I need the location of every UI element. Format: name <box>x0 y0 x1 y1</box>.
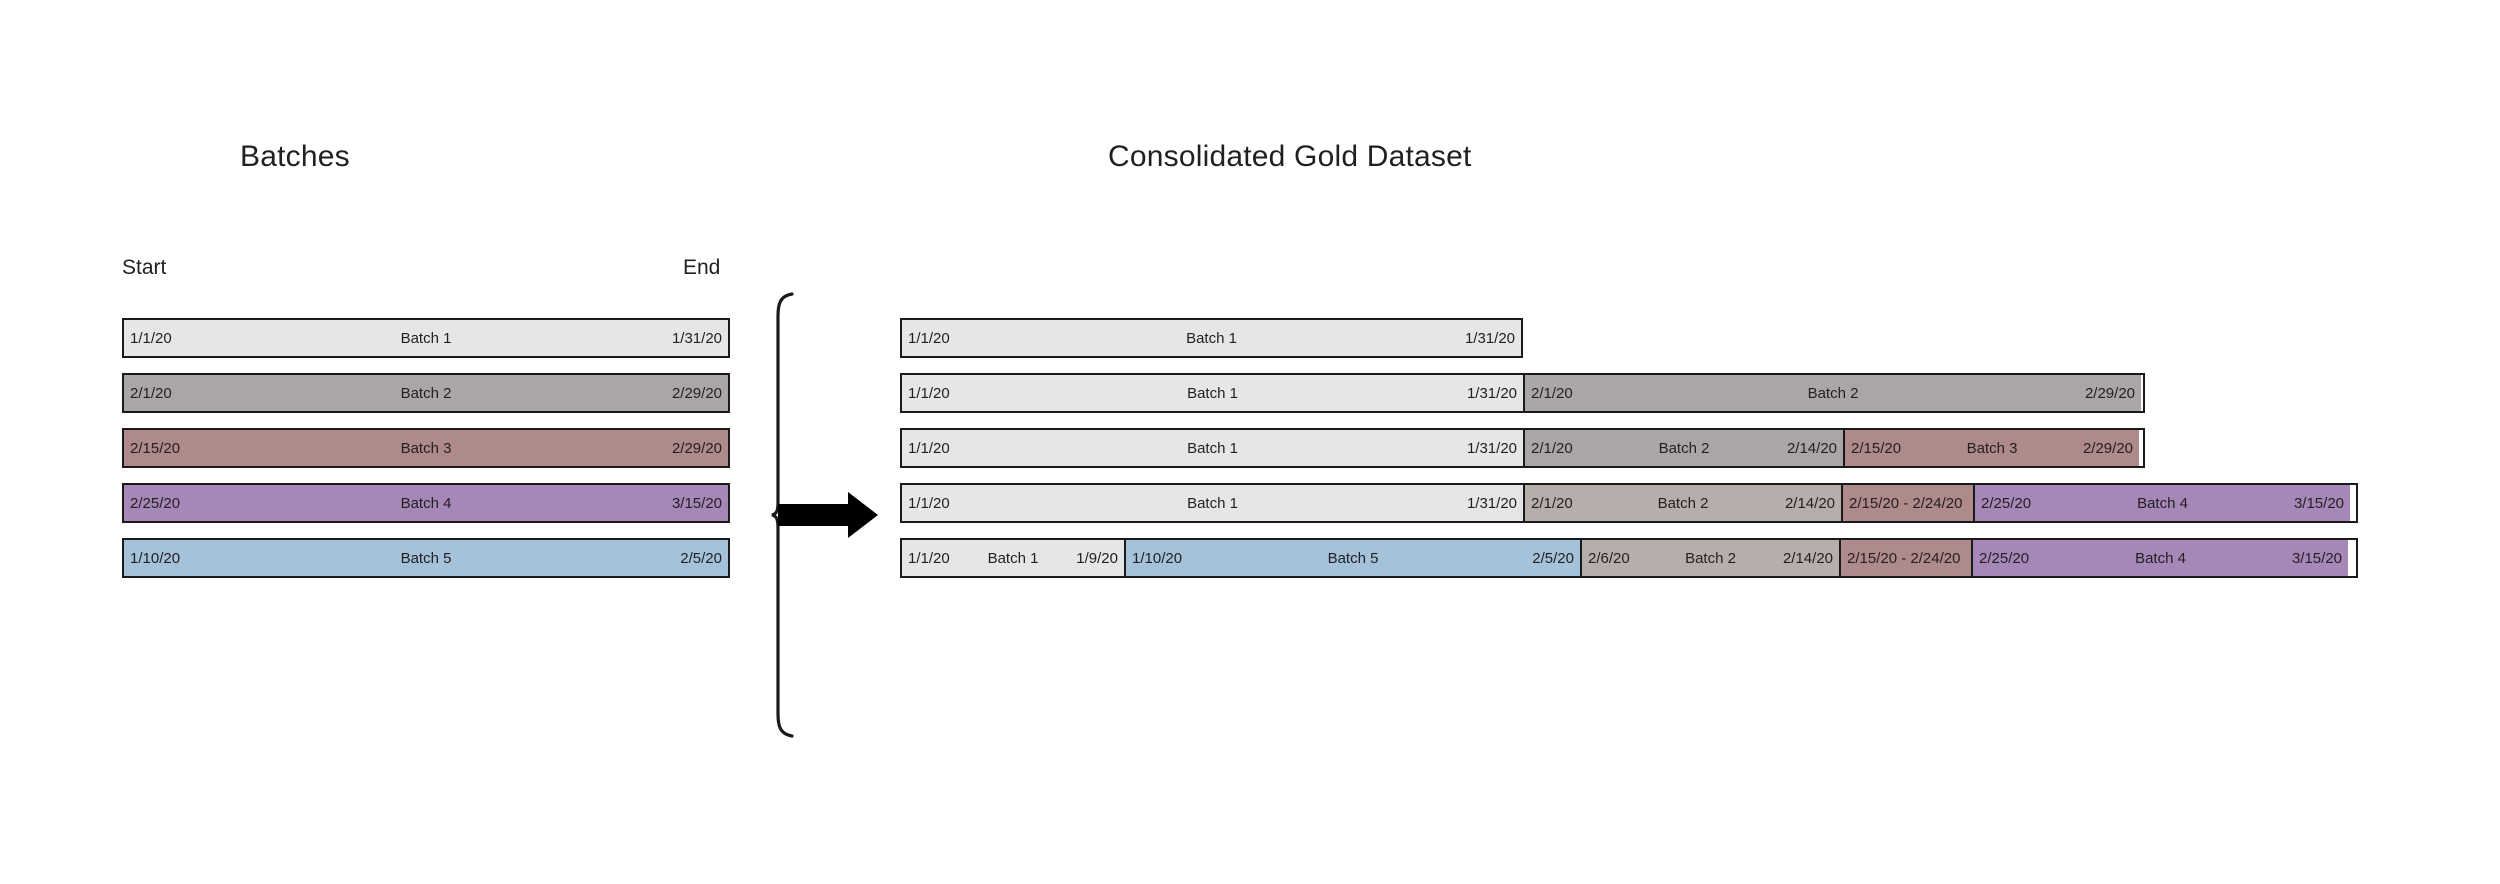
connector-group <box>770 290 900 740</box>
bar-segment[interactable]: 1/1/20 Batch 1 1/31/20 <box>902 320 1521 356</box>
segment-start-date: 1/1/20 <box>908 384 950 402</box>
segment-start-date: 1/1/20 <box>908 494 950 512</box>
consolidated-bar[interactable]: 1/1/20 Batch 1 1/31/20 <box>900 318 1523 358</box>
consolidated-gold-dataset-title: Consolidated Gold Dataset <box>1108 140 1472 173</box>
bracket-and-arrow-svg <box>771 292 878 738</box>
segment-batch-label: Batch 3 <box>400 439 452 457</box>
segment-start-date: 1/10/20 <box>1132 549 1183 567</box>
segment-end-date: 2/14/20 <box>1782 549 1833 567</box>
segment-start-date: 2/15/20 <box>130 439 181 457</box>
consolidated-bar[interactable]: 1/1/20 Batch 1 1/31/20 2/1/20 Batch 2 2/29/20 <box>900 373 2145 413</box>
segment-end-date: 2/29/20 <box>671 439 722 457</box>
segment-end-date: 3/15/20 <box>2293 494 2344 512</box>
bar-segment[interactable]: 2/25/20 Batch 4 3/15/20 <box>1973 485 2350 521</box>
batches-column-title: Batches <box>240 140 350 173</box>
start-column-label: Start <box>122 256 167 279</box>
segment-start-date: 2/1/20 <box>130 384 172 402</box>
batch-bar[interactable]: 2/25/20 Batch 4 3/15/20 <box>122 483 730 523</box>
batch-bar[interactable]: 2/15/20 Batch 3 2/29/20 <box>122 428 730 468</box>
segment-batch-label: Batch 2 <box>1685 549 1736 567</box>
bar-segment[interactable]: 2/25/20 Batch 4 3/15/20 <box>124 485 728 521</box>
segment-start-date: 1/1/20 <box>908 549 950 567</box>
bar-segment[interactable]: 2/25/20 Batch 4 3/15/20 <box>1971 540 2348 576</box>
segment-start-date: 2/25/20 <box>1979 549 2030 567</box>
segment-start-date: 1/1/20 <box>130 329 172 347</box>
segment-batch-label: Batch 1 <box>1186 329 1237 347</box>
segment-start-date: 1/10/20 <box>130 549 181 567</box>
segment-end-date: 1/31/20 <box>1466 439 1517 457</box>
segment-end-date: 2/29/20 <box>671 384 722 402</box>
batch-bar[interactable]: 1/1/20 Batch 1 1/31/20 <box>122 318 730 358</box>
bar-segment[interactable]: 2/1/20 Batch 2 2/29/20 <box>1523 375 2141 411</box>
bar-segment[interactable]: 2/1/20 Batch 2 2/14/20 <box>1523 430 1843 466</box>
segment-end-date: 3/15/20 <box>671 494 722 512</box>
segment-batch-label: Batch 1 <box>1187 384 1238 402</box>
consolidated-bar[interactable]: 1/1/20 Batch 1 1/31/20 2/1/20 Batch 2 2/14/20… <box>900 483 2358 523</box>
bar-segment[interactable]: 2/1/20 Batch 2 2/14/20 <box>1523 485 1841 521</box>
segment-batch-label: Batch 1 <box>400 329 452 347</box>
segment-start-date: 2/25/20 <box>1981 494 2032 512</box>
segment-end-date: 2/5/20 <box>1532 549 1574 567</box>
curly-brace-bracket <box>771 292 794 738</box>
segment-date-range: 2/15/20 - 2/24/20 <box>1847 549 1961 567</box>
segment-end-date: 1/9/20 <box>1076 549 1118 567</box>
batch-bar[interactable]: 2/1/20 Batch 2 2/29/20 <box>122 373 730 413</box>
segment-start-date: 2/1/20 <box>1531 384 1573 402</box>
segment-start-date: 2/6/20 <box>1588 549 1630 567</box>
segment-date-range: 2/15/20 - 2/24/20 <box>1849 494 1963 512</box>
segment-start-date: 2/25/20 <box>130 494 181 512</box>
bar-segment[interactable]: 2/1/20 Batch 2 2/29/20 <box>124 375 728 411</box>
consolidated-bar[interactable]: 1/1/20 Batch 1 1/9/20 1/10/20 Batch 5 2/5/20 2… <box>900 538 2358 578</box>
segment-batch-label: Batch 2 <box>1657 494 1709 512</box>
bar-segment[interactable]: 1/1/20 Batch 1 1/9/20 <box>902 540 1124 576</box>
end-column-label: End <box>683 256 721 279</box>
right-arrow-icon <box>778 492 878 538</box>
bar-segment[interactable]: 1/1/20 Batch 1 1/31/20 <box>902 485 1523 521</box>
bar-segment[interactable]: 2/15/20 - 2/24/20 <box>1841 485 1973 521</box>
bar-segment[interactable]: 1/1/20 Batch 1 1/31/20 <box>124 320 728 356</box>
segment-batch-label: Batch 5 <box>400 549 452 567</box>
segment-batch-label: Batch 5 <box>1327 549 1379 567</box>
segment-end-date: 1/31/20 <box>1466 384 1517 402</box>
bar-segment[interactable]: 2/6/20 Batch 2 2/14/20 <box>1580 540 1839 576</box>
segment-batch-label: Batch 1 <box>987 549 1039 567</box>
segment-end-date: 2/14/20 <box>1786 439 1837 457</box>
segment-end-date: 2/29/20 <box>2082 439 2133 457</box>
segment-batch-label: Batch 4 <box>2137 494 2188 512</box>
bar-segment[interactable]: 2/15/20 Batch 3 2/29/20 <box>1843 430 2139 466</box>
segment-start-date: 1/1/20 <box>908 329 950 347</box>
segment-start-date: 2/1/20 <box>1531 494 1573 512</box>
consolidated-bar[interactable]: 1/1/20 Batch 1 1/31/20 2/1/20 Batch 2 2/14/20… <box>900 428 2145 468</box>
segment-batch-label: Batch 1 <box>1187 439 1238 457</box>
bar-segment[interactable]: 1/1/20 Batch 1 1/31/20 <box>902 375 1523 411</box>
segment-batch-label: Batch 2 <box>400 384 452 402</box>
bar-segment[interactable]: 2/15/20 Batch 3 2/29/20 <box>124 430 728 466</box>
segment-batch-label: Batch 4 <box>2135 549 2186 567</box>
segment-end-date: 2/5/20 <box>680 549 722 567</box>
segment-batch-label: Batch 3 <box>1966 439 2018 457</box>
segment-end-date: 1/31/20 <box>1466 494 1517 512</box>
segment-start-date: 1/1/20 <box>908 439 950 457</box>
bar-segment[interactable]: 1/10/20 Batch 5 2/5/20 <box>124 540 728 576</box>
bar-segment[interactable]: 1/10/20 Batch 5 2/5/20 <box>1124 540 1580 576</box>
segment-end-date: 1/31/20 <box>671 329 722 347</box>
batch-bar[interactable]: 1/10/20 Batch 5 2/5/20 <box>122 538 730 578</box>
bar-segment[interactable]: 1/1/20 Batch 1 1/31/20 <box>902 430 1523 466</box>
segment-batch-label: Batch 4 <box>400 494 452 512</box>
segment-batch-label: Batch 2 <box>1658 439 1710 457</box>
segment-end-date: 2/14/20 <box>1784 494 1835 512</box>
segment-end-date: 2/29/20 <box>2084 384 2135 402</box>
segment-batch-label: Batch 2 <box>1807 384 1859 402</box>
segment-batch-label: Batch 1 <box>1187 494 1238 512</box>
segment-start-date: 2/15/20 <box>1851 439 1902 457</box>
bar-segment[interactable]: 2/15/20 - 2/24/20 <box>1839 540 1971 576</box>
segment-end-date: 1/31/20 <box>1464 329 1515 347</box>
segment-end-date: 3/15/20 <box>2291 549 2342 567</box>
segment-start-date: 2/1/20 <box>1531 439 1573 457</box>
